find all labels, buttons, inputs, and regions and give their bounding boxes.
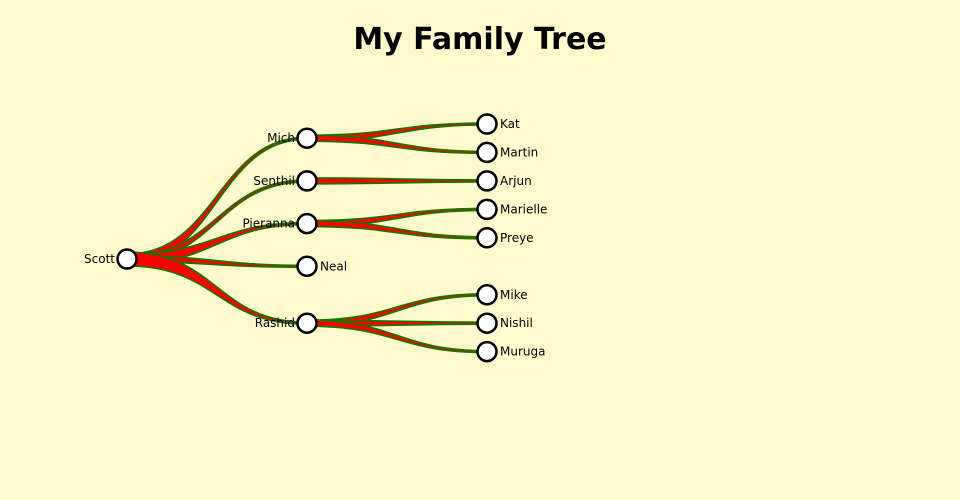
node-rashid[interactable]: Rashid xyxy=(255,312,318,334)
node-circle[interactable] xyxy=(476,113,498,135)
node-label: Marielle xyxy=(500,202,547,216)
node-circle[interactable] xyxy=(296,127,318,149)
node-label: Nishil xyxy=(500,316,533,330)
node-neal[interactable]: Neal xyxy=(296,255,348,278)
node-scott[interactable]: Scott xyxy=(84,248,138,270)
node-circle[interactable] xyxy=(476,312,498,334)
node-circle[interactable] xyxy=(476,284,498,306)
node-circle[interactable] xyxy=(296,255,318,278)
link-senthil-arjun xyxy=(306,177,488,185)
node-mich[interactable]: Mich xyxy=(267,127,318,149)
node-marielle[interactable]: Marielle xyxy=(476,198,548,221)
node-circle[interactable] xyxy=(476,340,498,363)
node-kat[interactable]: Kat xyxy=(476,113,521,135)
node-label: Pieranna xyxy=(242,217,295,231)
node-senthil[interactable]: Senthil xyxy=(253,170,318,192)
link-mich-martin xyxy=(306,134,488,155)
node-martin[interactable]: Martin xyxy=(476,141,539,164)
link-pieranna-preye xyxy=(306,219,488,240)
node-muruga[interactable]: Muruga xyxy=(476,340,546,363)
node-preye[interactable]: Preye xyxy=(476,227,534,249)
node-circle[interactable] xyxy=(476,227,498,249)
node-circle[interactable] xyxy=(296,212,318,235)
node-label: Senthil xyxy=(253,174,295,188)
node-circle[interactable] xyxy=(296,170,318,192)
node-label: Muruga xyxy=(500,345,545,359)
node-label: Arjun xyxy=(500,174,532,188)
node-label: Rashid xyxy=(255,316,295,330)
node-label: Mike xyxy=(500,288,528,302)
node-circle[interactable] xyxy=(476,170,498,192)
page-title: My Family Tree xyxy=(353,22,607,57)
node-mike[interactable]: Mike xyxy=(476,284,528,306)
node-label: Mich xyxy=(267,131,295,145)
node-circle[interactable] xyxy=(476,141,498,164)
node-label: Kat xyxy=(500,117,520,131)
node-label: Preye xyxy=(500,231,534,245)
node-circle[interactable] xyxy=(296,312,318,334)
node-circle[interactable] xyxy=(476,198,498,221)
node-nishil[interactable]: Nishil xyxy=(476,312,533,334)
node-label: Neal xyxy=(320,259,347,273)
node-arjun[interactable]: Arjun xyxy=(476,170,532,192)
node-label: Martin xyxy=(500,145,538,159)
node-circle[interactable] xyxy=(116,248,138,270)
node-label: Scott xyxy=(84,252,115,266)
node-pieranna[interactable]: Pieranna xyxy=(242,212,318,235)
